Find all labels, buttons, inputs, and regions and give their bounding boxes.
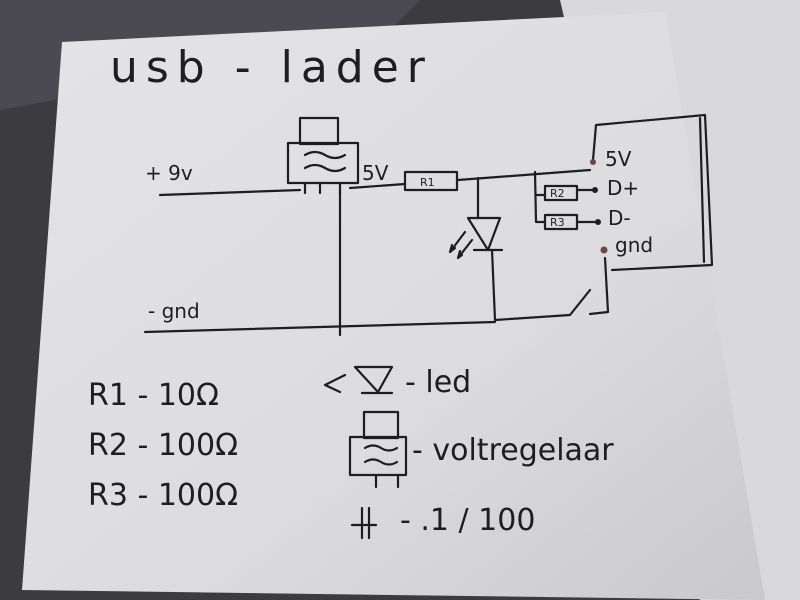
legend-r1: R1 - 10Ω	[88, 378, 219, 413]
r1-label: R1	[420, 176, 435, 189]
legend-r3: R3 - 100Ω	[88, 478, 238, 513]
led-symbol	[448, 216, 504, 260]
legend-regulator-symbol	[348, 410, 408, 489]
usb-pin-d-plus: D+	[607, 176, 639, 200]
paper-sheet	[22, 12, 765, 600]
legend-capacitor-symbol	[350, 506, 378, 540]
legend-regulator: - voltregelaar	[412, 433, 614, 468]
usb-connector: 5V D+ D- gnd	[590, 147, 653, 257]
input-positive-label: + 9v	[145, 161, 193, 185]
resistor-r1	[403, 170, 459, 192]
diagram-title: usb - lader	[110, 42, 433, 93]
usb-pin-d-minus: D-	[608, 206, 631, 230]
legend-led-symbol	[323, 365, 394, 395]
r2-label: R2	[550, 187, 565, 200]
r3-label: R3	[550, 216, 565, 229]
legend-capacitor: - .1 / 100	[400, 503, 535, 538]
legend-r2: R2 - 100Ω	[88, 428, 238, 463]
wires	[143, 113, 714, 337]
input-ground-label: - gnd	[148, 299, 200, 323]
resistor-r2	[543, 184, 579, 202]
legend-led: - led	[405, 365, 471, 400]
resistor-r3	[543, 213, 579, 231]
voltage-regulator-symbol	[286, 116, 360, 195]
usb-pin-gnd: gnd	[615, 233, 653, 257]
regulator-output-label: 5V	[362, 161, 389, 185]
usb-pin-5v: 5V	[605, 147, 632, 171]
